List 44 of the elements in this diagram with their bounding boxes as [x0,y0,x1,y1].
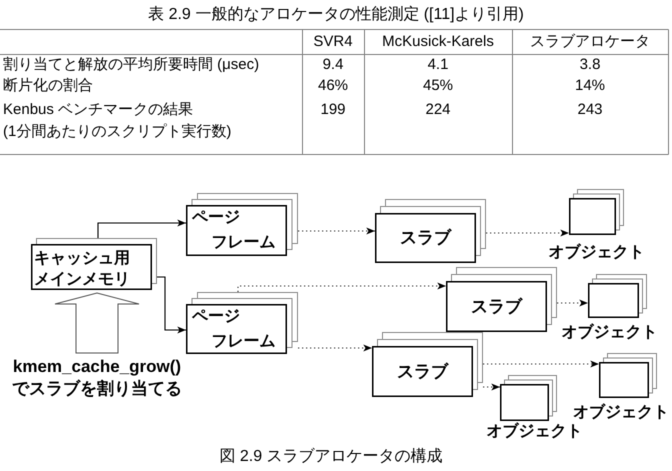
table-value: 199 [320,102,346,118]
table-value: 9.4 [322,57,344,73]
column-header: スラブアロケータ [530,32,650,52]
box-label: ページフレーム [191,307,276,352]
table-value: 224 [425,102,451,118]
dotted-arrow [237,282,446,292]
table-value: 14% [574,78,606,94]
dotted-arrow [298,344,372,352]
slab-stack [372,332,483,397]
annotation-text: kmem_cache_grow()でスラブを割り当てる [10,356,184,400]
dotted-arrow [483,384,500,390]
figure-caption: 図 2.9 スラブアロケータの構成 [219,448,443,465]
row-header: 断片化の割合 [3,78,93,94]
memory-box-stack [31,238,157,290]
table-value: 243 [577,102,603,118]
arrow [157,276,186,334]
box-label: スラブ [471,296,522,316]
object-label: オブジェクト [548,244,644,262]
box-label: スラブ [400,228,451,248]
object-label: オブジェクト [573,404,669,422]
row-header: Kenbus ベンチマークの結果 (1分間あたりのスクリプト実行数) [3,100,232,142]
dotted-arrow [486,230,569,236]
column-header: SVR4 [313,32,353,52]
slab-stack [446,267,557,332]
arrow [97,220,186,238]
slab-stack [375,199,486,263]
table-value: 45% [422,78,454,94]
dotted-arrow [557,300,588,306]
dotted-arrow [298,228,375,234]
table-value: 4.1 [428,57,448,73]
table-value: 3.8 [580,57,600,73]
table-value: 46% [318,78,348,94]
box-label: スラブ [397,362,448,382]
dotted-arrow [483,360,599,368]
column-header: McKusick-Karels [382,32,494,52]
row-header: 割り当てと解放の平均所要時間 (μsec) [3,57,260,73]
object-label: オブジェクト [486,423,582,441]
box-label: ページフレーム [191,208,276,253]
object-label: オブジェクト [562,324,658,342]
box-label: キャッシュ用メインメモリ [34,249,131,290]
page-frame-stack [186,193,298,256]
table-title: 表 2.9 一般的なアロケータの性能測定 ([11]より引用) [148,6,524,23]
page-frame-stack [186,292,298,354]
block-arrow [54,292,140,354]
